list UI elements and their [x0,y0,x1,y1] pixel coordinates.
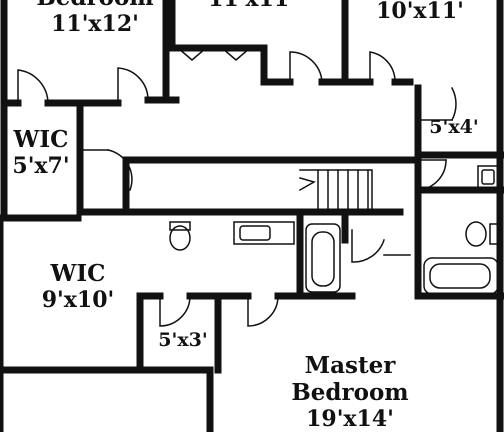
room-label-bedroom-top: 11'x11' [192,0,312,10]
room-label-bedroom-left: Bedroom 11'x12' [30,0,160,35]
fixtures [17,46,501,327]
room-dimensions: 9'x10' [41,287,115,313]
room-dimensions: 5'x3' [158,329,208,351]
room-dimensions: 19'x14' [306,406,394,432]
room-label-wic-middle: WIC 9'x10' [18,262,138,311]
room-dimensions: 10'x11' [376,0,464,24]
room-label-closet-small: 5'x3' [150,331,216,350]
room-name: Bedroom [30,0,160,9]
room-name: Master [304,352,396,379]
room-dimensions: 5'x7' [12,153,70,179]
room-name: WIC [50,260,106,287]
room-name: WIC [13,126,69,153]
room-dimensions: 5'x4' [429,116,479,138]
room-dimensions: 11'x11' [192,0,312,10]
room-label-wic-left: WIC 5'x7' [6,128,76,177]
room-label-master-bedroom: Master Bedroom 19'x14' [270,354,430,430]
room-label-bedroom-right: 10'x11' [360,0,480,22]
room-label-closet-right: 5'x4' [424,118,484,137]
room-dimensions: 11'x12' [51,11,139,37]
room-name: Bedroom [291,379,409,406]
